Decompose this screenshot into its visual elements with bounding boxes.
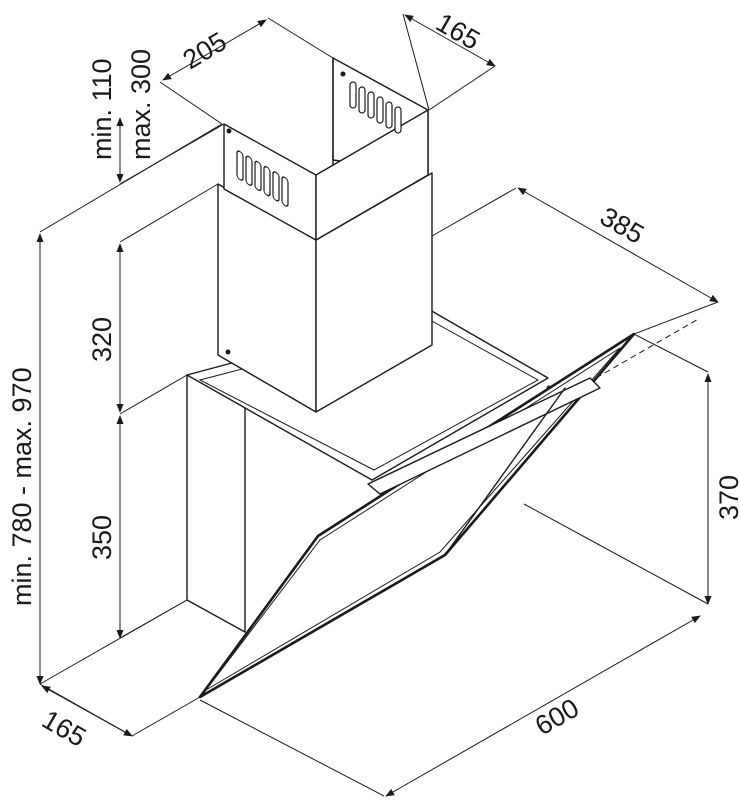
label-hood-depth: 385 bbox=[595, 201, 649, 250]
label-chimney-min: min. 110 bbox=[87, 58, 117, 160]
glass-inner-edge bbox=[205, 347, 621, 691]
screw bbox=[226, 128, 232, 134]
dimension-lines bbox=[36, 13, 719, 797]
label-upper-chimney: 320 bbox=[87, 317, 117, 362]
glass-bracket-support bbox=[444, 387, 566, 556]
vent-slots-back bbox=[349, 81, 402, 134]
screw bbox=[225, 349, 231, 355]
label-bottom-depth: 165 bbox=[37, 704, 91, 753]
label-total-height: min. 780 - max. 970 bbox=[7, 367, 37, 606]
label-width: 600 bbox=[530, 693, 584, 742]
hood-body bbox=[186, 57, 552, 633]
label-chimney-depth: 165 bbox=[431, 7, 485, 56]
base-box-left-face bbox=[186, 374, 246, 633]
label-lower-body: 350 bbox=[87, 515, 117, 560]
glass-bracket bbox=[367, 377, 601, 495]
vent-slots-left bbox=[236, 150, 289, 207]
dimension-labels: 205 165 min. 110 max. 300 320 350 min. 7… bbox=[7, 7, 740, 753]
chimney-upper-right bbox=[315, 109, 429, 241]
label-chimney-max: max. 300 bbox=[126, 49, 156, 160]
screw bbox=[340, 71, 346, 77]
label-chimney-width: 205 bbox=[178, 26, 232, 75]
label-glass-height: 370 bbox=[714, 475, 740, 520]
